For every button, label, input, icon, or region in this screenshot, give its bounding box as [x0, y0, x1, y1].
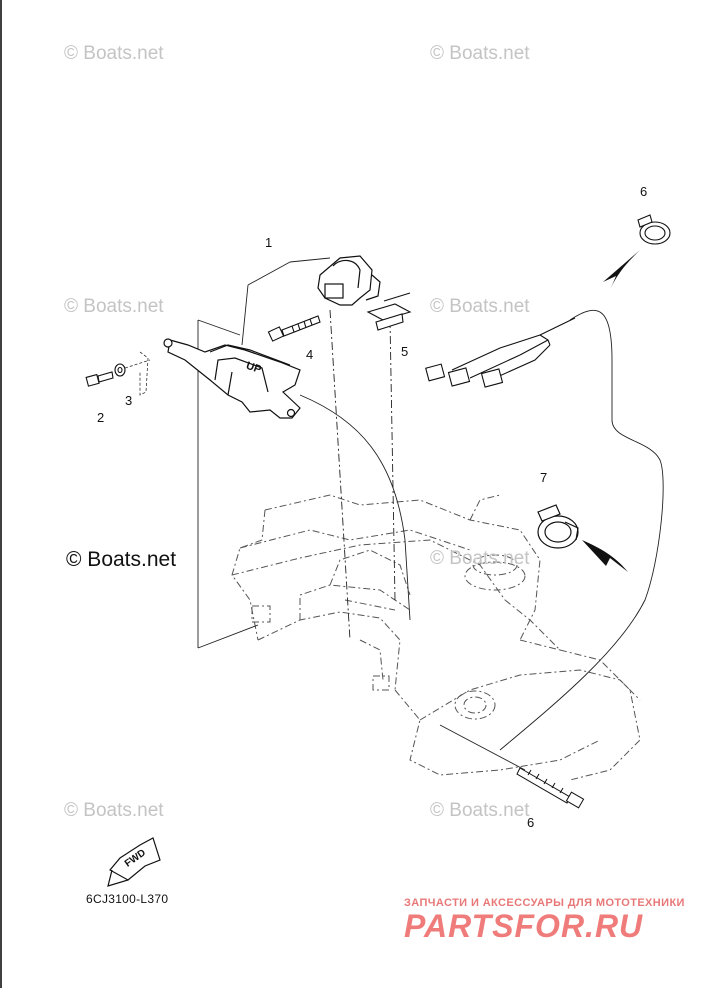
callout-part-2: 2 — [97, 410, 105, 425]
trim-switch-housing — [163, 338, 301, 419]
callout-part-1: 1 — [265, 235, 273, 250]
watermark: © Boats.net — [430, 43, 530, 64]
cable-tie-6 — [516, 767, 585, 809]
guide-lines — [197, 257, 664, 771]
ad-tagline: ЗАПЧАСТИ И АКСЕССУАРЫ ДЛЯ МОТОТЕХНИКИ — [404, 897, 685, 909]
watermark-strong: © Boats.net — [66, 548, 177, 571]
cable-clamp — [317, 255, 381, 306]
diagram-code: 6CJ3100-L370 — [86, 892, 169, 906]
washer-3 — [114, 363, 126, 377]
band-clamp-6 — [637, 214, 671, 245]
screw-2 — [85, 371, 114, 387]
callout-part-6-bottom: 6 — [527, 815, 535, 830]
watermark: © Boats.net — [64, 800, 164, 821]
arrow-6-top — [603, 250, 640, 290]
fwd-arrow — [107, 837, 161, 887]
watermark: © Boats.net — [64, 43, 164, 64]
watermark: © Boats.net — [64, 296, 164, 317]
callout-part-4: 4 — [306, 347, 314, 362]
bolt-4 — [267, 315, 321, 342]
arrow-7 — [582, 540, 628, 572]
watermark: © Boats.net — [430, 548, 530, 569]
wire-harness — [425, 317, 576, 388]
leader-lines — [124, 351, 151, 396]
watermark: © Boats.net — [430, 800, 530, 821]
callout-part-5: 5 — [401, 344, 409, 359]
ad-logo: PARTSFOR.RU — [404, 908, 644, 944]
band-clamp-7 — [537, 504, 579, 549]
callout-part-3: 3 — [125, 393, 133, 408]
callout-part-6-top: 6 — [640, 184, 648, 199]
clamp-bracket-outline — [231, 494, 641, 781]
small-connector — [366, 292, 412, 331]
callout-part-7: 7 — [540, 470, 548, 485]
watermark: © Boats.net — [430, 296, 530, 317]
